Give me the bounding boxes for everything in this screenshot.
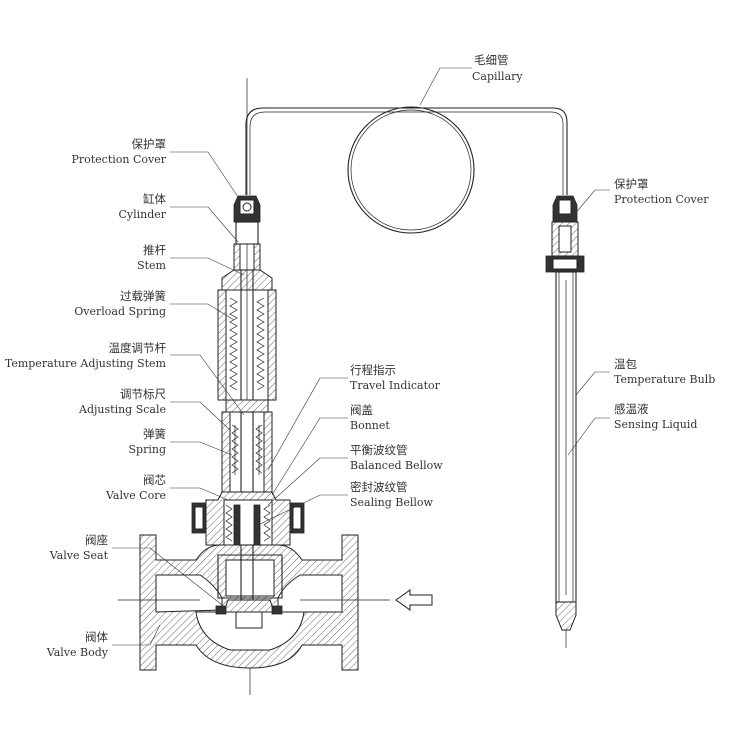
label-bonnet: 阀盖 Bonnet — [350, 403, 390, 432]
label-capillary-en: Capillary — [472, 70, 523, 83]
label-travel-indicator-zh: 行程指示 — [350, 363, 396, 377]
label-temperature-adjusting-stem: 温度调节杆 Temperature Adjusting Stem — [5, 341, 167, 370]
bulb-fitting — [545, 255, 585, 273]
label-adjusting-scale-en: Adjusting Scale — [78, 403, 166, 416]
label-protection-cover-right-en: Protection Cover — [614, 193, 709, 206]
overload-spring — [229, 297, 265, 391]
label-sensing-liquid: 感温液 Sensing Liquid — [614, 402, 697, 431]
adjusting-scale-section — [221, 399, 273, 493]
label-valve-core-en: Valve Core — [105, 489, 166, 502]
label-temperature-bulb-en: Temperature Bulb — [614, 373, 715, 386]
label-protection-cover-left-zh: 保护罩 — [132, 137, 167, 151]
label-balanced-bellow-en: Balanced Bellow — [350, 459, 443, 472]
label-stem-en: Stem — [137, 259, 166, 272]
label-sealing-bellow-zh: 密封波纹管 — [350, 480, 408, 494]
label-protection-cover-right-zh: 保护罩 — [614, 177, 649, 191]
valve-core — [223, 544, 275, 629]
label-cylinder-zh: 缸体 — [143, 192, 166, 206]
label-balanced-bellow-zh: 平衡波纹管 — [350, 443, 408, 457]
label-travel-indicator-en: Travel Indicator — [350, 379, 441, 392]
label-cylinder-en: Cylinder — [118, 208, 166, 221]
balanced-bellow — [225, 504, 271, 542]
label-spring-zh: 弹簧 — [143, 427, 166, 441]
label-valve-body: 阀体 Valve Body — [46, 630, 109, 659]
capillary-tube — [245, 106, 568, 234]
label-sensing-liquid-zh: 感温液 — [614, 402, 649, 416]
label-sealing-bellow: 密封波纹管 Sealing Bellow — [350, 480, 434, 509]
label-stem: 推杆 Stem — [137, 243, 166, 272]
bonnet — [191, 491, 305, 546]
flow-arrow-icon — [395, 589, 433, 611]
leader-lines — [112, 67, 610, 646]
valve-seat — [215, 605, 283, 615]
label-stem-zh: 推杆 — [143, 243, 166, 257]
label-balanced-bellow: 平衡波纹管 Balanced Bellow — [350, 443, 443, 472]
temperature-bulb — [555, 271, 577, 648]
label-protection-cover-left: 保护罩 Protection Cover — [71, 137, 166, 166]
protection-cover-bulb — [551, 195, 579, 257]
label-travel-indicator: 行程指示 Travel Indicator — [350, 363, 441, 392]
label-valve-body-zh: 阀体 — [85, 630, 108, 644]
label-sensing-liquid-en: Sensing Liquid — [614, 418, 697, 431]
label-bonnet-en: Bonnet — [350, 419, 390, 432]
label-overload-spring: 过载弹簧 Overload Spring — [74, 289, 166, 318]
label-valve-seat-en: Valve Seat — [49, 549, 109, 562]
label-temperature-adjusting-stem-en: Temperature Adjusting Stem — [5, 357, 167, 370]
adjusting-spring — [231, 424, 263, 474]
label-temperature-bulb-zh: 温包 — [614, 357, 637, 371]
label-spring: 弹簧 Spring — [129, 427, 166, 456]
label-sealing-bellow-en: Sealing Bellow — [350, 496, 434, 509]
label-valve-core: 阀芯 Valve Core — [105, 473, 166, 502]
protection-cover-valve — [233, 195, 261, 245]
label-valve-seat: 阀座 Valve Seat — [49, 533, 109, 562]
label-temperature-bulb: 温包 Temperature Bulb — [614, 357, 715, 386]
label-overload-spring-en: Overload Spring — [74, 305, 166, 318]
label-adjusting-scale: 调节标尺 Adjusting Scale — [78, 387, 166, 416]
label-temperature-adjusting-stem-zh: 温度调节杆 — [109, 341, 167, 355]
spring-housing — [217, 269, 277, 511]
label-valve-seat-zh: 阀座 — [85, 533, 108, 547]
label-valve-core-zh: 阀芯 — [143, 473, 166, 487]
label-capillary: 毛细管 Capillary — [472, 53, 523, 83]
label-capillary-zh: 毛细管 — [474, 53, 509, 67]
label-valve-body-en: Valve Body — [46, 646, 109, 659]
label-cylinder: 缸体 Cylinder — [118, 192, 166, 221]
label-adjusting-scale-zh: 调节标尺 — [120, 387, 166, 401]
label-bonnet-zh: 阀盖 — [350, 403, 373, 417]
cylinder — [233, 243, 261, 271]
label-overload-spring-zh: 过载弹簧 — [120, 289, 166, 303]
label-protection-cover-left-en: Protection Cover — [71, 153, 166, 166]
label-spring-en: Spring — [129, 443, 166, 456]
label-protection-cover-right: 保护罩 Protection Cover — [614, 177, 709, 206]
